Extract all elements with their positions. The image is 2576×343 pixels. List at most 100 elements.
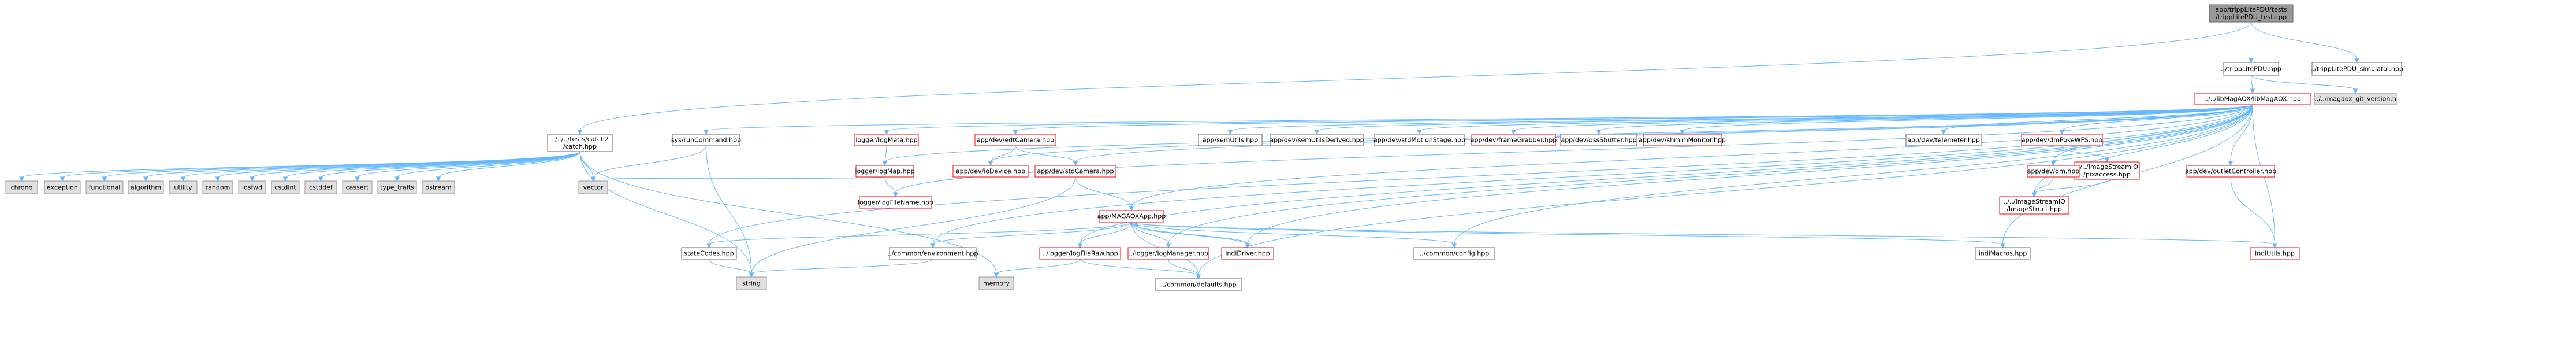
node-iodev[interactable]: app/dev/ioDevice.hpp [952, 165, 1029, 178]
node-box [855, 165, 914, 178]
edge-arrowhead [180, 176, 186, 182]
node-chrono[interactable]: chrono [5, 180, 38, 194]
node-random[interactable]: random [202, 180, 233, 194]
edge-magaox-to-edtcam [1015, 104, 2253, 131]
edge-magaox-to-semderived [1316, 104, 2253, 131]
node-label: functional [89, 184, 121, 191]
node-label: stateCodes.hpp [684, 250, 734, 257]
node-label: random [206, 184, 230, 191]
node-logmap[interactable]: logger/logMap.hpp [855, 165, 915, 178]
edge-arrowhead [143, 176, 148, 182]
node-box [1039, 247, 1121, 260]
node-statecodes[interactable]: stateCodes.hpp [681, 247, 737, 260]
node-label: utility [174, 184, 192, 191]
node-logmanager[interactable]: ../logger/logManager.hpp [1127, 247, 1209, 260]
node-algorithm[interactable]: algorithm [128, 180, 164, 194]
node-label: indiUtils.hpp [2255, 250, 2295, 257]
node-pixaccess[interactable]: ../../ImageStreamIO/pixaccess.hpp [2074, 161, 2140, 180]
node-indimacros[interactable]: indiMacros.hpp [1975, 247, 2031, 260]
node-box [2194, 93, 2311, 105]
node-cstdint[interactable]: cstdint [271, 180, 300, 194]
node-typetraits[interactable]: type_traits [377, 180, 417, 194]
node-vector[interactable]: vector [578, 180, 608, 194]
node-logfilename[interactable]: logger/logFileName.hpp [858, 196, 933, 209]
node-logmeta[interactable]: logger/logMeta.hpp [854, 134, 919, 146]
edge-arrowhead [2228, 161, 2233, 167]
node-label: indiDriver.hpp [1225, 250, 1270, 257]
node-catch[interactable]: ../../../tests/catch2/catch.hpp [547, 134, 613, 152]
node-pduhpp[interactable]: ../trippLitePDU.hpp [2221, 62, 2281, 76]
node-semutils[interactable]: app/semUtils.hpp [1198, 134, 1263, 146]
node-outlet[interactable]: app/dev/outletController.hpp [2185, 165, 2276, 178]
node-edtcam[interactable]: app/dev/edtCamera.hpp [974, 134, 1056, 146]
node-label: chrono [11, 184, 33, 191]
node-box [2027, 165, 2080, 178]
node-telem[interactable]: app/dev/telemeter.hpp [1905, 134, 1982, 146]
edge-catch-to-cassert [357, 151, 580, 178]
node-root[interactable]: app/trippLitePDU/tests/trippLitePDU_test… [2209, 4, 2294, 23]
node-box [1034, 165, 1116, 178]
node-defaults[interactable]: ../common/defaults.hpp [1155, 278, 1242, 291]
edge-arrowhead [19, 176, 24, 182]
node-box [2186, 165, 2275, 178]
edge-magaox-to-indidriver [1247, 104, 2253, 245]
node-framegrab[interactable]: app/dev/frameGrabber.hpp [1471, 134, 1557, 146]
node-environment[interactable]: ../common/environment.hpp [888, 247, 978, 260]
edge-catch-to-string [579, 151, 752, 274]
node-box [1905, 134, 1982, 146]
node-sysrun[interactable]: sys/runCommand.hpp [671, 134, 741, 146]
node-stdmotion[interactable]: app/dev/stdMotionStage.hpp [1373, 134, 1465, 146]
edge-arrowhead [1314, 130, 1320, 135]
node-string[interactable]: string [736, 276, 767, 290]
node-magaox[interactable]: ../../libMagAOX/libMagAOX.hpp [2194, 93, 2311, 105]
edge-arrowhead [2059, 130, 2065, 135]
edge-magaox-to-logmeta [886, 104, 2253, 131]
node-box [238, 180, 266, 194]
node-ostream[interactable]: ostream [422, 180, 455, 194]
node-label: ../trippLitePDU.hpp [2221, 65, 2281, 73]
node-functional[interactable]: functional [85, 180, 124, 194]
node-gitver[interactable]: ../../magaox_git_version.h [2314, 93, 2397, 105]
node-box [578, 180, 608, 194]
node-exception[interactable]: exception [44, 180, 81, 194]
node-indiutils[interactable]: indiUtils.hpp [2250, 247, 2300, 260]
node-box [1198, 134, 1263, 146]
node-imagestruct[interactable]: ../../ImageStreamIO/ImageStruct.hpp [1999, 196, 2069, 215]
node-dm[interactable]: app/dev/dm.hpp [2027, 165, 2080, 178]
node-box [952, 165, 1029, 178]
node-shmim[interactable]: app/dev/shmimMonitor.hpp [1639, 134, 1726, 146]
node-config[interactable]: ../common/config.hpp [1413, 247, 1495, 260]
edge-arrowhead [394, 176, 400, 182]
node-pdusim[interactable]: ../trippLitePDU_simulator.hpp [2310, 62, 2403, 76]
node-semderived[interactable]: app/dev/semUtilsDerived.hpp [1270, 134, 1364, 146]
node-label: ../logger/logManager.hpp [1129, 250, 1208, 257]
edge-arrowhead [2031, 192, 2037, 198]
edge-edtcam-to-iodev [990, 145, 1016, 163]
node-indidriver[interactable]: indiDriver.hpp [1221, 247, 1274, 260]
node-cstddef[interactable]: cstddef [304, 180, 337, 194]
node-magaoxapp[interactable]: app/MAGAOXApp.hpp [1097, 210, 1166, 223]
edge-arrowhead [884, 130, 889, 135]
node-memory[interactable]: memory [978, 276, 1014, 290]
node-stdcam[interactable]: app/dev/stdCamera.hpp [1034, 165, 1116, 178]
node-dssshutter[interactable]: app/dev/dssShutter.hpp [1560, 134, 1637, 146]
node-logfileraw[interactable]: ../logger/logFileRaw.hpp [1039, 247, 1121, 260]
edge-arrowhead [59, 176, 65, 182]
node-label: cstdint [274, 184, 296, 191]
edge-arrowhead [215, 176, 221, 182]
node-label: string [742, 280, 761, 287]
node-label: ../../libMagAOX/libMagAOX.hpp [2204, 95, 2301, 103]
edge-sysrun-to-string [706, 145, 752, 274]
node-label: ../../ImageStreamIO [2003, 198, 2065, 205]
edge-magaoxapp-to-indimacros [1131, 222, 2003, 245]
edge-logmanager-to-defaults [1168, 259, 1199, 276]
node-cassert[interactable]: cassert [342, 180, 373, 194]
edge-arrowhead [2354, 58, 2359, 64]
node-utility[interactable]: utility [169, 180, 198, 194]
edge-arrowhead [1129, 206, 1134, 212]
node-label: ../common/defaults.hpp [1160, 281, 1236, 289]
node-dmpoke[interactable]: app/dev/dmPokeWFS.hpp [2021, 134, 2103, 146]
node-iosfwd[interactable]: iosfwd [238, 180, 266, 194]
edge-magaox-to-framegrab [1513, 104, 2253, 131]
node-label: /trippLitePDU_test.cpp [2216, 13, 2287, 21]
